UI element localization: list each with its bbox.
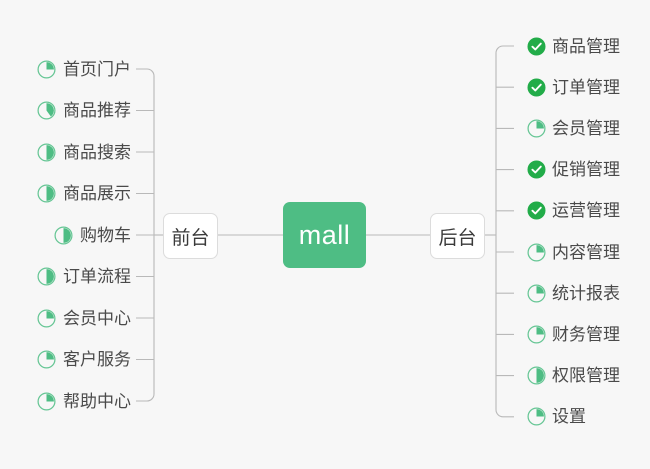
leaf-item-frontend-3[interactable]: 商品展示	[37, 181, 131, 207]
leaf-item-frontend-7[interactable]: 客户服务	[37, 347, 131, 373]
leaf-item-backend-9[interactable]: 设置	[527, 404, 586, 430]
leaf-item-label: 购物车	[80, 225, 131, 245]
check-circle-icon	[527, 78, 546, 97]
leaf-item-backend-6[interactable]: 统计报表	[527, 280, 620, 306]
pie-progress-icon	[37, 142, 56, 162]
leaf-item-frontend-4[interactable]: 购物车	[54, 222, 131, 248]
branch-node-frontend-label: 前台	[171, 227, 210, 249]
pie-progress-icon	[527, 366, 546, 385]
leaf-item-label: 内容管理	[552, 242, 620, 262]
check-circle-icon	[527, 37, 546, 56]
leaf-item-label: 财务管理	[552, 324, 620, 344]
connector-path	[136, 68, 155, 402]
leaf-item-frontend-5[interactable]: 订单流程	[37, 264, 131, 290]
leaf-item-backend-2[interactable]: 会员管理	[527, 115, 620, 141]
leaf-item-backend-4[interactable]: 运营管理	[527, 198, 620, 224]
leaf-item-backend-7[interactable]: 财务管理	[527, 321, 620, 347]
leaf-item-backend-5[interactable]: 内容管理	[527, 239, 620, 265]
leaf-item-label: 商品推荐	[63, 101, 131, 120]
leaf-item-label: 运营管理	[552, 201, 620, 221]
leaf-item-label: 商品管理	[552, 36, 620, 56]
pie-progress-icon	[37, 184, 56, 203]
leaf-item-label: 首页门户	[63, 59, 131, 79]
leaf-item-label: 统计报表	[552, 283, 620, 303]
root-node-label: mall	[298, 219, 351, 250]
check-circle-icon	[527, 160, 546, 179]
leaf-item-backend-3[interactable]: 促销管理	[527, 157, 620, 183]
leaf-item-backend-1[interactable]: 订单管理	[527, 74, 620, 100]
pie-progress-icon	[54, 225, 73, 245]
pie-progress-icon	[37, 101, 56, 120]
leaf-item-backend-0[interactable]: 商品管理	[527, 33, 620, 59]
leaf-item-label: 设置	[552, 407, 586, 427]
leaf-item-label: 商品展示	[63, 184, 131, 203]
pie-progress-icon	[527, 119, 546, 138]
leaf-item-frontend-2[interactable]: 商品搜索	[37, 139, 131, 165]
connector-path	[495, 45, 514, 418]
pie-progress-icon	[527, 407, 546, 426]
leaf-item-label: 客户服务	[63, 350, 131, 369]
leaf-item-label: 会员中心	[63, 308, 131, 328]
root-node-mall[interactable]: mall	[283, 202, 366, 268]
leaf-item-label: 权限管理	[552, 366, 620, 386]
leaf-item-frontend-6[interactable]: 会员中心	[37, 305, 131, 331]
pie-progress-icon	[527, 284, 546, 303]
leaf-item-label: 会员管理	[552, 118, 620, 138]
leaf-item-frontend-0[interactable]: 首页门户	[37, 56, 131, 82]
leaf-item-backend-8[interactable]: 权限管理	[527, 363, 620, 389]
leaf-item-frontend-8[interactable]: 帮助中心	[37, 388, 131, 414]
leaf-item-label: 订单管理	[552, 77, 620, 97]
pie-progress-icon	[527, 242, 546, 262]
leaf-item-label: 帮助中心	[63, 391, 131, 411]
pie-progress-icon	[527, 325, 546, 344]
branch-node-frontend[interactable]: 前台	[163, 213, 218, 259]
pie-progress-icon	[37, 267, 56, 286]
check-circle-icon	[527, 201, 546, 220]
leaf-item-frontend-1[interactable]: 商品推荐	[37, 98, 131, 124]
branch-node-backend[interactable]: 后台	[430, 213, 485, 259]
pie-progress-icon	[37, 391, 56, 411]
pie-progress-icon	[37, 308, 56, 328]
branch-node-backend-label: 后台	[438, 227, 477, 249]
leaf-item-label: 订单流程	[63, 267, 131, 286]
leaf-item-label: 促销管理	[552, 160, 620, 180]
pie-progress-icon	[37, 59, 56, 79]
leaf-item-label: 商品搜索	[63, 142, 131, 162]
pie-progress-icon	[37, 350, 56, 369]
